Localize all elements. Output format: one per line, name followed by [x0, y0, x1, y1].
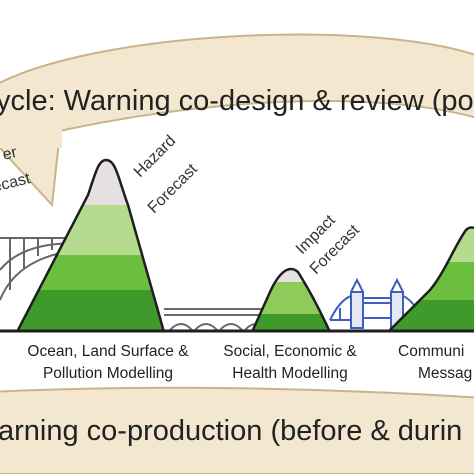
- social-caption-line2: Health Modelling: [232, 365, 347, 382]
- comm-caption-line1: Communi: [398, 343, 464, 360]
- ocean-caption-line2: Pollution Modelling: [43, 365, 173, 382]
- bottom-banner: arning co-production (before & durin: [0, 386, 474, 474]
- top-banner: ycle: Warning co-design & review (po: [0, 33, 474, 208]
- middle-arch-bridge: [164, 308, 268, 331]
- hazard-band-dark: [18, 290, 164, 332]
- bottom-banner-text: arning co-production (before & durin: [0, 415, 462, 447]
- comm-caption-line2: Messag: [418, 365, 472, 382]
- left-peak-label-line2: ecast: [0, 170, 33, 196]
- left-peak-label-line1: er: [1, 144, 20, 164]
- social-caption-line1: Social, Economic &: [223, 343, 357, 360]
- ocean-caption-line1: Ocean, Land Surface &: [27, 343, 189, 360]
- hazard-label-line1: Hazard: [131, 132, 179, 180]
- hazard-band-mid: [18, 255, 164, 290]
- impact-band-dark: [252, 314, 330, 332]
- hazard-band-light: [18, 205, 164, 255]
- top-banner-text: ycle: Warning co-design & review (po: [0, 85, 474, 117]
